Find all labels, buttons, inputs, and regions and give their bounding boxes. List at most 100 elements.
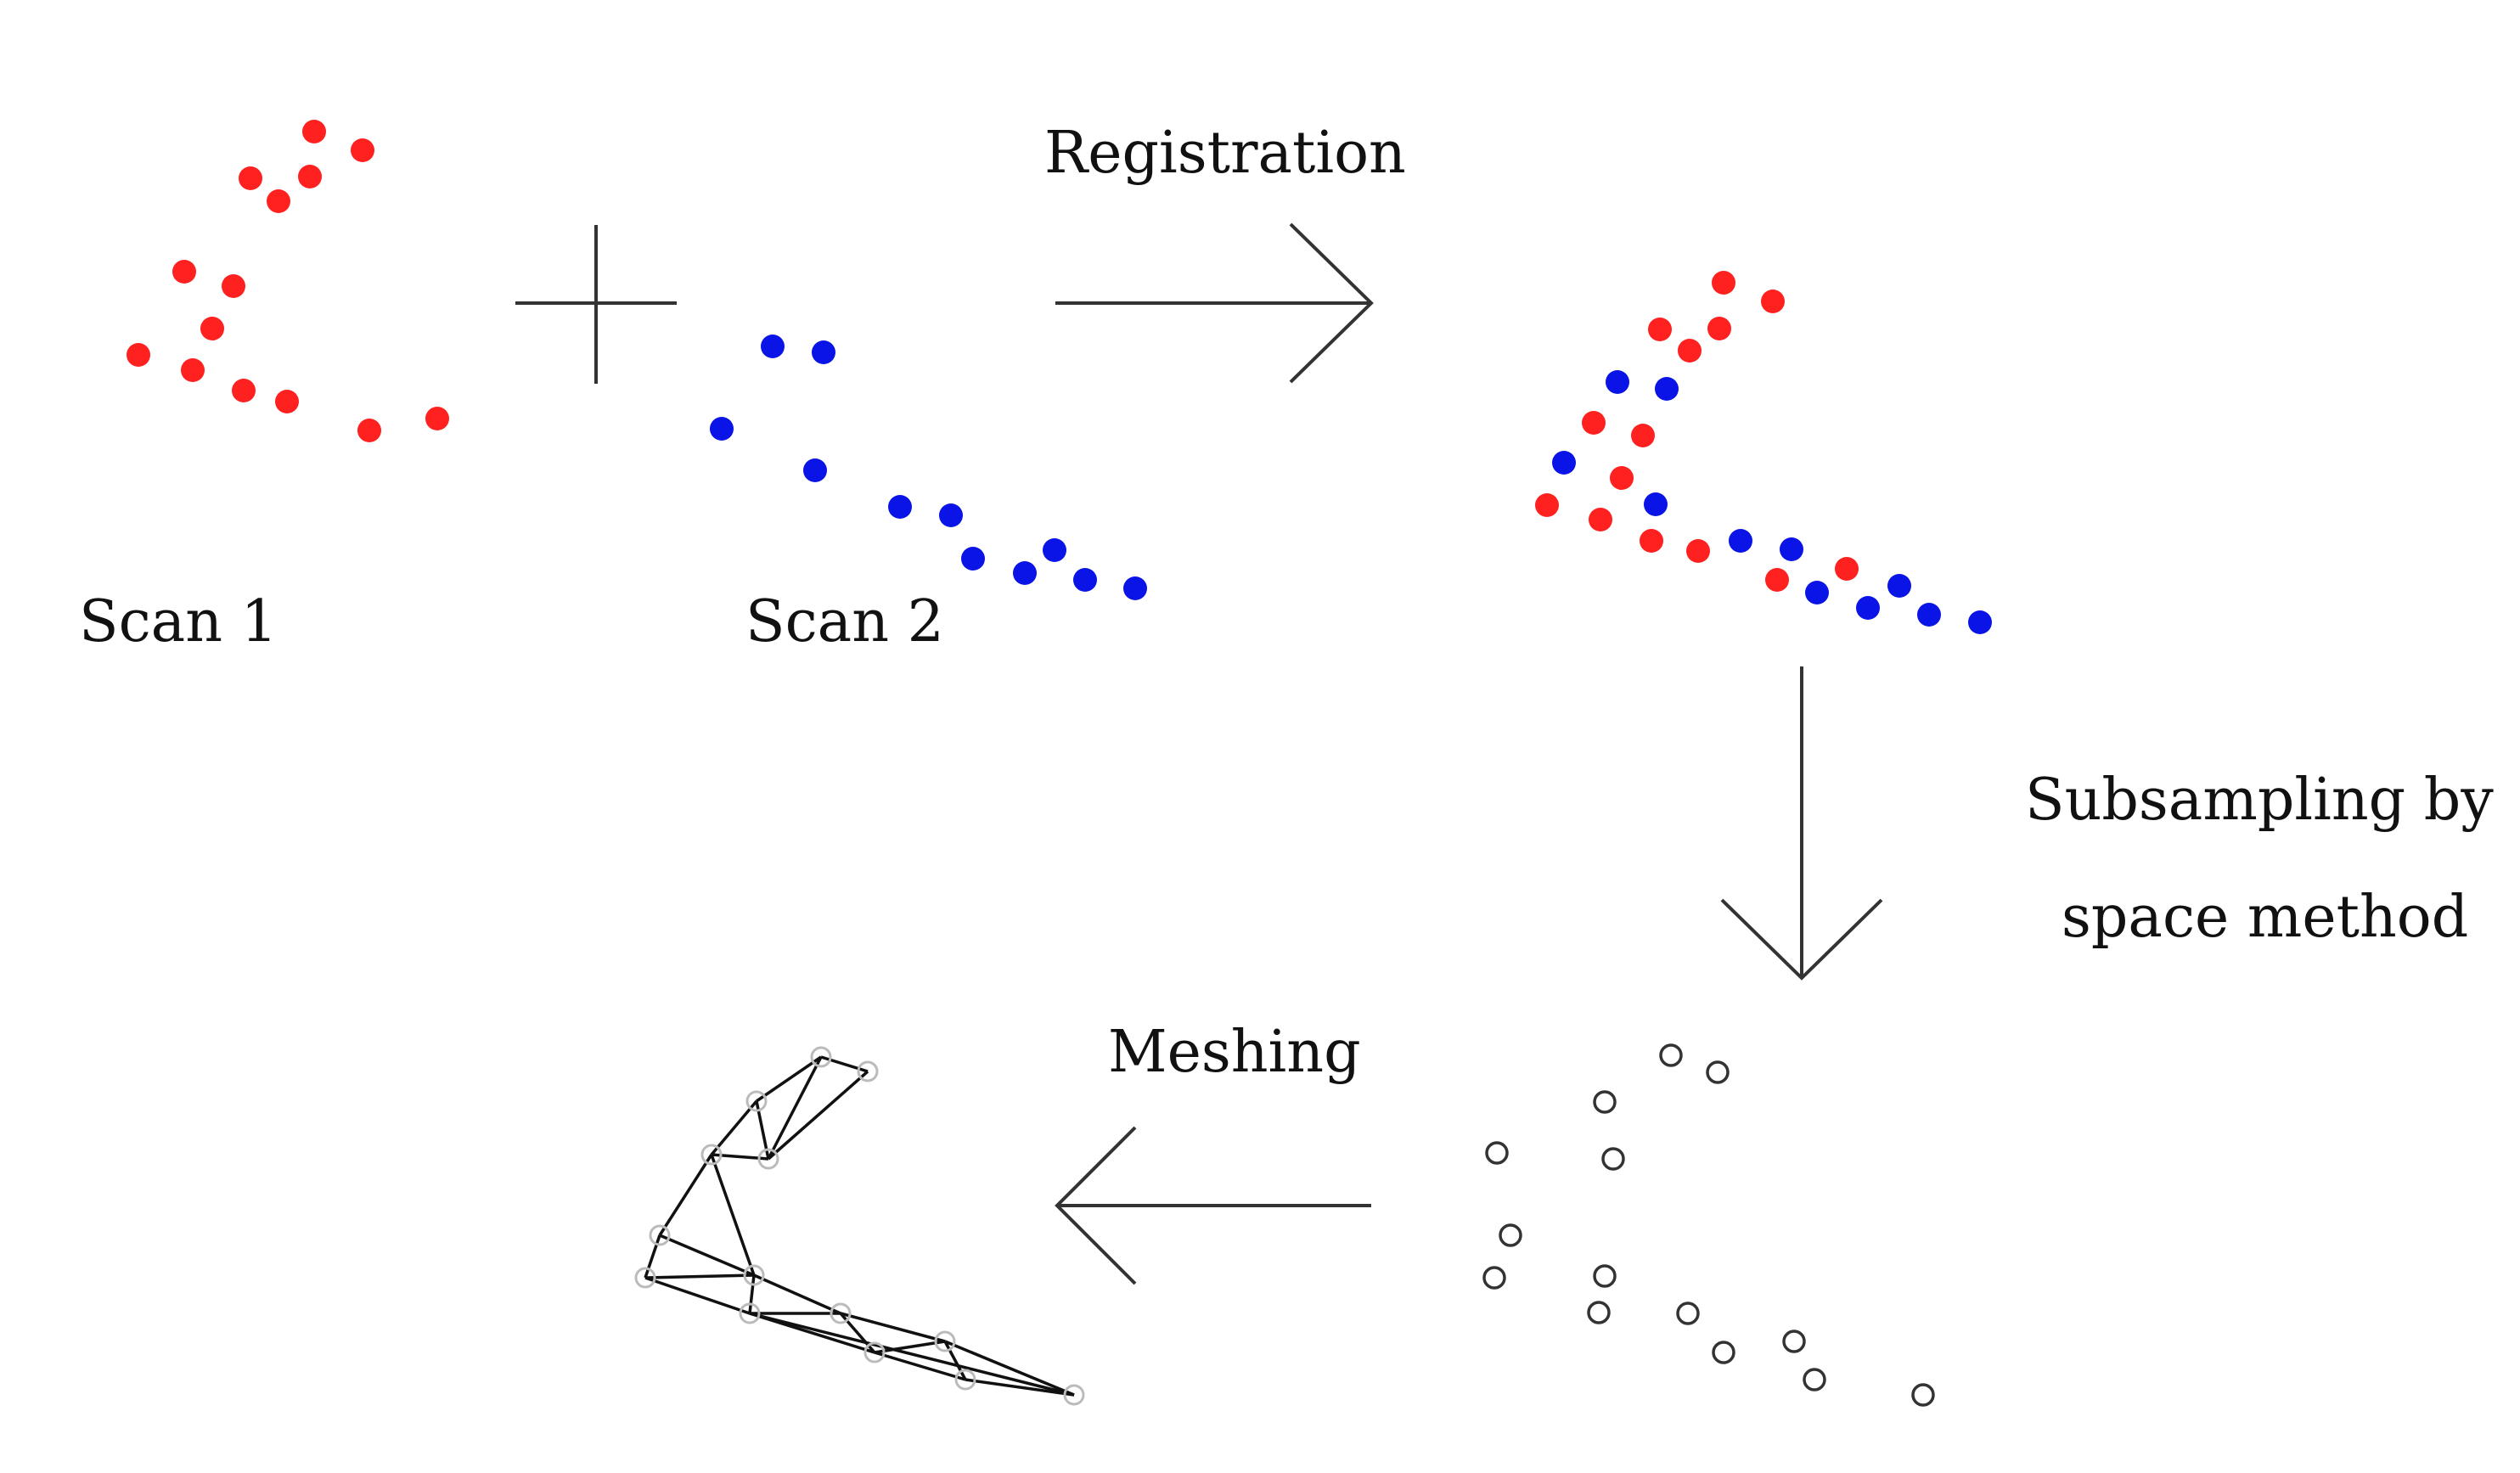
mesh-edge [644, 1234, 661, 1279]
scan1-point [222, 274, 245, 298]
mesh-vertex [649, 1224, 671, 1246]
scan2-point-cloud [710, 335, 1147, 600]
mesh-vertex [1063, 1384, 1085, 1406]
scan1-point [172, 260, 196, 284]
registered-blue-point [1805, 581, 1829, 604]
subsampled-point [1659, 1043, 1683, 1067]
mesh-edge [710, 1154, 756, 1276]
scan1-point [351, 138, 374, 162]
mesh-edge [644, 1276, 751, 1315]
registered-red-point [1582, 411, 1606, 435]
scan1-point [232, 379, 256, 402]
subsampling-label-line1: Subsampling by [2025, 767, 2494, 834]
subsampled-point [1782, 1330, 1806, 1353]
mesh-vertex [745, 1090, 768, 1112]
registered-blue-point [1644, 492, 1668, 516]
subsampled-point [1676, 1302, 1700, 1325]
subsampled-point [1706, 1060, 1730, 1084]
scan1-point [181, 358, 205, 382]
scan2-point [1043, 538, 1066, 562]
scan1-point [357, 419, 381, 442]
registered-red-point [1765, 568, 1789, 592]
mesh-edge [767, 1056, 823, 1160]
registered-point-cloud [1535, 271, 1992, 634]
mesh-vertex [830, 1302, 852, 1324]
registered-blue-point [1606, 370, 1629, 394]
registered-blue-point [1968, 610, 1992, 634]
registered-red-point [1535, 493, 1559, 517]
scan1-point [275, 390, 299, 413]
scan2-point [888, 495, 912, 519]
scan2-point [1123, 576, 1147, 600]
registration-arrow [1055, 222, 1374, 384]
triangle-mesh [634, 1046, 1085, 1406]
mesh-vertex [810, 1046, 832, 1068]
mesh-vertex [743, 1264, 765, 1286]
registration-label: Registration [1044, 120, 1406, 187]
mesh-edge [753, 1273, 841, 1315]
mesh-vertex [857, 1060, 879, 1082]
registered-red-point [1678, 339, 1702, 363]
registered-red-point [1631, 424, 1655, 447]
subsampled-point [1482, 1266, 1506, 1290]
mesh-edge [767, 1070, 869, 1161]
registered-blue-point [1780, 537, 1803, 561]
mesh-edge [874, 1340, 946, 1354]
mesh-edge [874, 1351, 966, 1381]
scan1-point [127, 343, 150, 367]
subsampling-label-line2: space method [2062, 884, 2468, 951]
mesh-edge [840, 1312, 946, 1343]
registered-red-point [1686, 539, 1710, 563]
registered-red-point [1589, 508, 1612, 531]
mesh-vertex [863, 1341, 886, 1363]
registered-red-point [1712, 271, 1735, 295]
subsampled-point [1499, 1223, 1522, 1247]
subsampled-point [1601, 1147, 1625, 1171]
subsampled-point [1593, 1264, 1617, 1288]
registered-blue-point [1655, 377, 1679, 401]
mesh-edge [756, 1055, 822, 1103]
scan2-point [803, 458, 827, 482]
scan1-point [302, 120, 326, 143]
registered-red-point [1761, 290, 1785, 313]
registered-blue-point [1729, 529, 1752, 553]
registered-blue-point [1917, 603, 1941, 627]
scan2-label: Scan 2 [745, 588, 944, 655]
registered-red-point [1648, 318, 1672, 341]
mesh-edge [658, 1154, 713, 1236]
mesh-edge [710, 1099, 758, 1156]
mesh-edge [748, 1274, 756, 1314]
mesh-edge [644, 1273, 755, 1279]
scan1-label: Scan 1 [79, 588, 278, 655]
scan1-point [425, 407, 449, 430]
subsampling-arrow [1720, 666, 1883, 981]
mesh-edge [749, 1312, 1075, 1397]
scan2-point [961, 547, 985, 571]
scan1-point [200, 317, 224, 340]
subsampled-point [1911, 1383, 1935, 1407]
subsampled-point [1485, 1141, 1509, 1165]
scan2-point [939, 503, 963, 527]
scan1-point-cloud [127, 120, 449, 442]
registered-red-point [1707, 317, 1731, 340]
mesh-edge [943, 1341, 967, 1380]
mesh-vertex [757, 1148, 779, 1170]
plus-operator [515, 225, 677, 384]
subsampled-point [1712, 1341, 1735, 1364]
meshing-arrow [1055, 1126, 1371, 1285]
registered-red-point [1610, 466, 1634, 490]
mesh-edge [944, 1340, 1075, 1397]
scan2-point [710, 417, 734, 441]
mesh-vertex [739, 1302, 761, 1324]
mesh-vertex [634, 1267, 656, 1289]
mesh-vertex [934, 1330, 956, 1352]
registered-red-point [1640, 529, 1663, 553]
mesh-edge [965, 1378, 1075, 1397]
mesh-vertex [700, 1144, 723, 1166]
subsampled-point [1593, 1090, 1617, 1114]
meshing-label: Meshing [1108, 1019, 1361, 1086]
scan2-point [812, 340, 835, 364]
scan1-point [267, 189, 290, 213]
